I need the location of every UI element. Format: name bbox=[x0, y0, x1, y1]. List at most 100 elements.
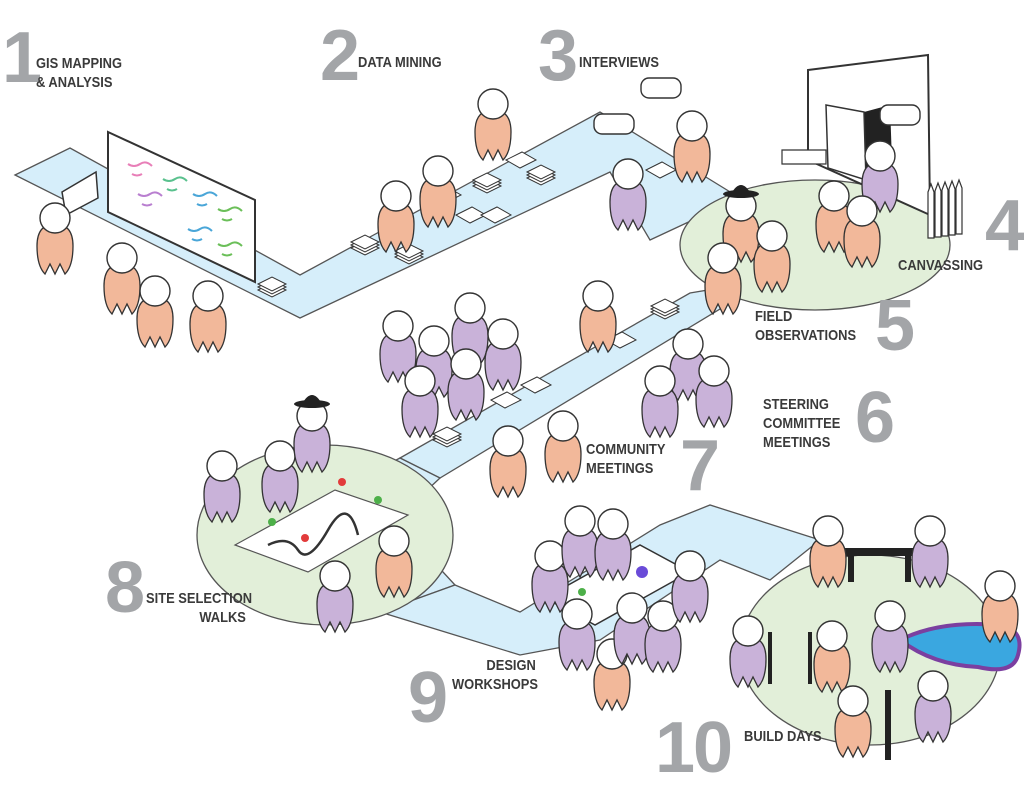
person bbox=[815, 180, 853, 254]
person bbox=[729, 615, 767, 689]
person bbox=[579, 280, 617, 354]
open-book bbox=[489, 391, 523, 409]
step-label-7: COMMUNITY MEETINGS bbox=[586, 440, 666, 478]
person-head bbox=[547, 410, 579, 442]
step-number-8: 8 bbox=[105, 548, 145, 628]
map-pin bbox=[374, 496, 382, 504]
paper-stack bbox=[256, 276, 288, 292]
open-book bbox=[479, 206, 513, 224]
person bbox=[871, 600, 909, 674]
person bbox=[813, 620, 851, 694]
person-head bbox=[192, 280, 224, 312]
map-scribble bbox=[187, 226, 213, 242]
hat-icon bbox=[302, 395, 322, 404]
person-head bbox=[564, 505, 596, 537]
workshop-model bbox=[578, 588, 586, 596]
speech-bubble bbox=[640, 77, 682, 99]
person-head bbox=[382, 310, 414, 342]
person-head bbox=[422, 155, 454, 187]
step-label-1: GIS MAPPING & ANALYSIS bbox=[36, 54, 122, 92]
fence-picket bbox=[948, 179, 956, 236]
person-head bbox=[756, 220, 788, 252]
paper-stack bbox=[649, 298, 681, 314]
person-head bbox=[597, 508, 629, 540]
person-head bbox=[837, 685, 869, 717]
person bbox=[609, 158, 647, 232]
person bbox=[484, 318, 522, 392]
person-head bbox=[404, 365, 436, 397]
map-scribble bbox=[162, 176, 188, 192]
person bbox=[136, 275, 174, 349]
bench-leg bbox=[848, 556, 854, 582]
step-number-9: 9 bbox=[408, 658, 448, 738]
paper-stack bbox=[431, 426, 463, 442]
map-pin bbox=[268, 518, 276, 526]
person bbox=[561, 505, 599, 579]
step-label-4: CANVASSING bbox=[898, 256, 983, 275]
bench-top bbox=[835, 548, 915, 556]
step-label-2: DATA MINING bbox=[358, 53, 442, 72]
person bbox=[36, 202, 74, 276]
person bbox=[189, 280, 227, 354]
step-label-5-line-1: FIELD bbox=[755, 308, 793, 325]
person bbox=[671, 550, 709, 624]
person-head bbox=[139, 275, 171, 307]
person-head bbox=[106, 242, 138, 274]
step-label-6-line-1: STEERING bbox=[763, 396, 829, 413]
person bbox=[669, 328, 707, 402]
step-label-8-line-2: WALKS bbox=[199, 609, 246, 626]
step-label-8: SITE SELECTION WALKS bbox=[146, 589, 252, 627]
map-scribble bbox=[192, 191, 218, 207]
step-label-9: DESIGN WORKSHOPS bbox=[452, 656, 538, 694]
person-head bbox=[816, 620, 848, 652]
map-pin bbox=[301, 534, 309, 542]
person bbox=[401, 365, 439, 439]
person-head bbox=[492, 425, 524, 457]
person-head bbox=[418, 325, 450, 357]
paper-stack bbox=[349, 234, 381, 250]
person-head bbox=[616, 592, 648, 624]
person-head bbox=[450, 348, 482, 380]
step-label-10: BUILD DAYS bbox=[744, 727, 822, 746]
person-head bbox=[676, 110, 708, 142]
person-head bbox=[917, 670, 949, 702]
person bbox=[293, 400, 331, 474]
person-head bbox=[672, 328, 704, 360]
step-number-4: 4 bbox=[985, 186, 1024, 266]
person-head bbox=[707, 242, 739, 274]
person bbox=[911, 515, 949, 589]
person-head bbox=[477, 88, 509, 120]
fence-picket bbox=[934, 181, 942, 238]
site-map bbox=[233, 489, 410, 573]
person-head bbox=[378, 525, 410, 557]
person-head bbox=[846, 195, 878, 227]
person bbox=[419, 155, 457, 229]
fence-picket bbox=[955, 178, 963, 235]
step-number-10: 10 bbox=[655, 708, 733, 788]
person-head bbox=[732, 615, 764, 647]
step-label-7-line-1: COMMUNITY bbox=[586, 441, 666, 458]
person-head bbox=[644, 365, 676, 397]
workshop-model bbox=[636, 566, 648, 578]
person bbox=[474, 88, 512, 162]
person-head bbox=[812, 515, 844, 547]
step-label-1-line-1: GIS MAPPING bbox=[36, 55, 123, 72]
map-road bbox=[267, 512, 360, 556]
step-number-2: 2 bbox=[320, 16, 360, 96]
paper-stack bbox=[471, 172, 503, 188]
open-book bbox=[504, 151, 538, 169]
person-head bbox=[874, 600, 906, 632]
step-label-9-line-2: WORKSHOPS bbox=[452, 676, 539, 693]
bench-leg bbox=[905, 556, 911, 582]
person bbox=[203, 450, 241, 524]
fence-picket bbox=[941, 180, 949, 237]
step-label-5: FIELD OBSERVATIONS bbox=[755, 307, 856, 345]
step-number-5: 5 bbox=[875, 286, 915, 366]
speech-bubble bbox=[879, 104, 921, 126]
person-head bbox=[380, 180, 412, 212]
step-number-3: 3 bbox=[538, 16, 578, 96]
paper-stack bbox=[525, 164, 557, 180]
step-label-4-line-1: CANVASSING bbox=[898, 257, 984, 274]
